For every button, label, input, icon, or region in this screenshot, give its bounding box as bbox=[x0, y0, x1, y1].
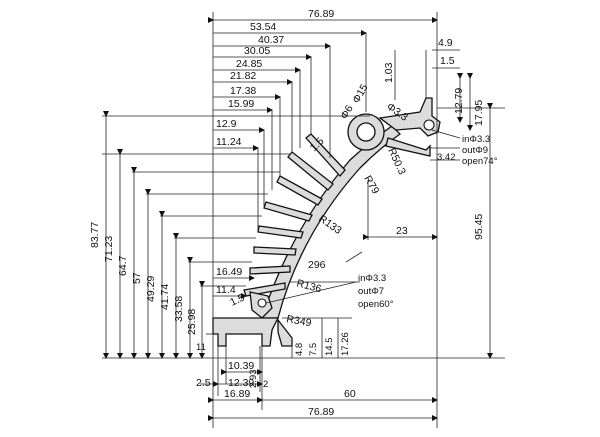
dim-16-89: 16.89 bbox=[224, 388, 250, 400]
callout-top-in: inΦ3.3 bbox=[462, 134, 490, 145]
dim-4-8: 4.8 bbox=[294, 343, 305, 356]
fin-3 bbox=[276, 175, 323, 206]
base-plate bbox=[212, 317, 280, 347]
callout-bottom-open: open60° bbox=[358, 299, 394, 310]
dim-1-03: 1.03 bbox=[383, 62, 395, 83]
fin-7 bbox=[249, 265, 291, 275]
hole-callout-bottom: inΦ3.3 outΦ7 open60° bbox=[265, 273, 394, 310]
dim-12-79: 12.79 bbox=[453, 88, 465, 114]
dim-23: 23 bbox=[396, 225, 408, 237]
top-dimensions: 76.89 53.54 40.37 30.05 24.85 21.82 17.3… bbox=[208, 8, 438, 299]
dim-11-24: 11.24 bbox=[216, 136, 242, 148]
left-dimensions: 83.77 71.23 64.7 57 49.29 41.74 33.58 25… bbox=[89, 111, 290, 359]
dim-17-26: 17.26 bbox=[340, 332, 351, 356]
dim-10-39: 10.39 bbox=[228, 360, 254, 372]
dim-4-9: 4.9 bbox=[438, 37, 453, 49]
dim-21-82: 21.82 bbox=[230, 70, 256, 82]
dim-11: 11 bbox=[196, 342, 206, 353]
dim-33-58: 33.58 bbox=[173, 296, 185, 322]
fin-4 bbox=[263, 201, 313, 222]
dim-24-85: 24.85 bbox=[236, 58, 262, 70]
callout-top-open: open74° bbox=[462, 156, 498, 167]
dim-57: 57 bbox=[131, 272, 143, 284]
dim-12-39: 12.39 bbox=[228, 377, 254, 389]
dim-30-05: 30.05 bbox=[244, 45, 270, 57]
label-r349: R349 bbox=[285, 313, 312, 329]
right-dimension: 95.45 23 bbox=[363, 103, 493, 359]
fin-5 bbox=[257, 225, 304, 239]
dim-41-74: 41.74 bbox=[159, 284, 171, 310]
label-296: 296 bbox=[308, 259, 326, 271]
dim-2-5: 2.5 bbox=[196, 377, 211, 389]
label-r79: R79 bbox=[361, 174, 381, 197]
callout-top-out: outΦ9 bbox=[462, 145, 488, 156]
dim-7-5: 7.5 bbox=[308, 343, 319, 356]
top-right-dimensions: 4.9 1.5 1.03 12.79 17.95 3.42 bbox=[383, 37, 485, 163]
dim-11-4: 11.4 bbox=[216, 284, 236, 296]
clip-hole-top bbox=[423, 119, 435, 131]
dim-71-23: 71.23 bbox=[103, 236, 115, 262]
dim-76-89-bottom: 76.89 bbox=[308, 406, 334, 418]
right-arm bbox=[385, 137, 431, 157]
dim-49-29: 49.29 bbox=[145, 276, 157, 302]
dim-76-89-top: 76.89 bbox=[308, 8, 334, 20]
dim-17-95: 17.95 bbox=[473, 100, 485, 126]
label-fin-thickness-2: 1.5 bbox=[228, 292, 246, 309]
label-r133: R133 bbox=[316, 213, 344, 237]
dim-3-42: 3.42 bbox=[437, 152, 456, 163]
tube-bore bbox=[356, 122, 376, 142]
callout-bottom-in: inΦ3.3 bbox=[358, 273, 386, 284]
fin-2 bbox=[287, 151, 334, 191]
label-phi15: Φ15 bbox=[350, 82, 371, 106]
dim-1-5: 1.5 bbox=[440, 55, 455, 67]
heatsink-profile bbox=[212, 97, 441, 347]
curved-spine bbox=[261, 125, 402, 319]
dim-83-77: 83.77 bbox=[89, 222, 101, 248]
dim-95-45: 95.45 bbox=[473, 214, 485, 240]
callout-bottom-out: outΦ7 bbox=[358, 286, 384, 297]
dim-16-49: 16.49 bbox=[216, 266, 242, 278]
dim-2: 2 bbox=[263, 379, 268, 390]
dim-14-5: 14.5 bbox=[324, 338, 335, 357]
clip-hole-bottom bbox=[257, 298, 267, 308]
dim-60: 60 bbox=[344, 388, 356, 400]
dim-53-54: 53.54 bbox=[250, 21, 276, 33]
fin-6 bbox=[253, 246, 297, 256]
dim-15-99: 15.99 bbox=[228, 98, 254, 110]
fins bbox=[243, 133, 346, 297]
dim-17-38: 17.38 bbox=[230, 85, 256, 97]
dim-25-98: 25.98 bbox=[186, 309, 198, 335]
extension-lines bbox=[102, 12, 505, 428]
dim-12-9: 12.9 bbox=[216, 118, 237, 130]
dim-40-37: 40.37 bbox=[258, 34, 284, 46]
base-tab bbox=[277, 318, 293, 347]
hole-callout-top: inΦ3.3 outΦ9 open74° bbox=[431, 129, 498, 167]
dim-2-93: 2.93 bbox=[248, 370, 259, 389]
fin-1 bbox=[305, 133, 346, 177]
bottom-dimensions: 10.39 2.5 12.39 2 16.89 60 76.89 bbox=[196, 346, 438, 421]
dim-64-7: 64.7 bbox=[117, 255, 129, 276]
